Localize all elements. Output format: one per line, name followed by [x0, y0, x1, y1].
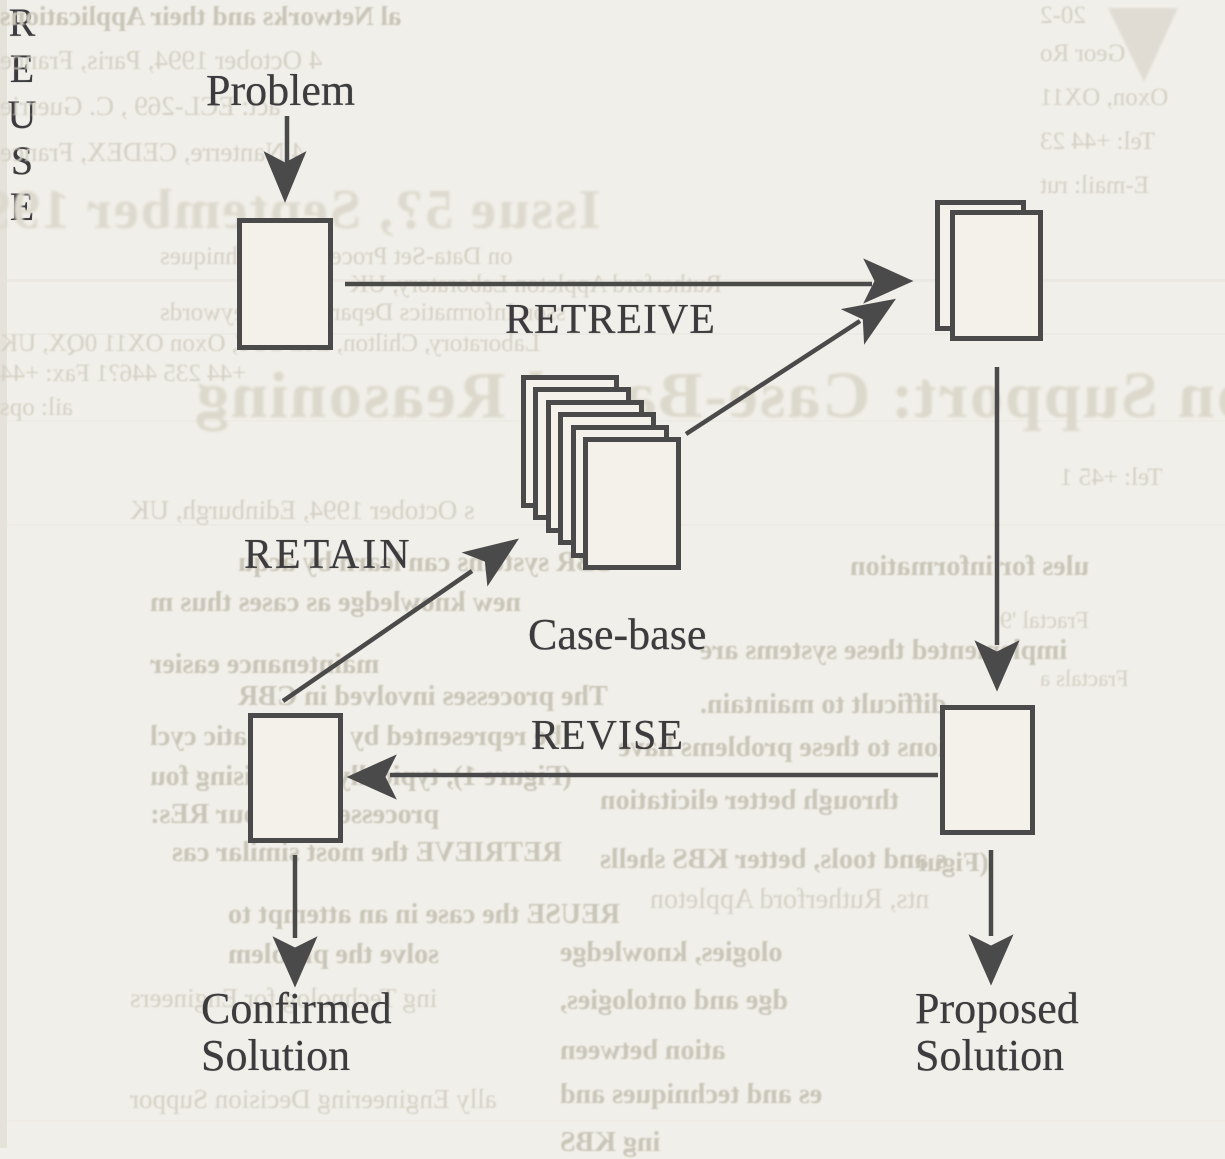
proposed-solution-line2: Solution [915, 1031, 1065, 1080]
bleed-through-logo-triangle [1108, 8, 1178, 82]
scan-streak [0, 279, 1225, 282]
scan-streak [0, 1120, 1225, 1122]
retrieve-arrow-from-casebase [684, 298, 896, 436]
reuse-letter: U [7, 92, 37, 137]
proposed-solution-line1: Proposed [915, 984, 1079, 1033]
problem-case-card [237, 218, 333, 350]
reuse-letter: E [9, 46, 35, 91]
revise-label: REVISE [531, 713, 684, 759]
revise-arrow [346, 754, 938, 800]
confirmed-solution-line1: Confirmed [201, 984, 392, 1033]
reuse-letter: E [9, 184, 35, 229]
case-base-label: Case-base [528, 610, 707, 659]
retrieve-arrow [345, 258, 914, 304]
scan-streak [0, 333, 1225, 335]
proposed-solution-label: Proposed Solution [915, 985, 1079, 1079]
confirmed-solution-label: Confirmed Solution [201, 985, 392, 1079]
reuse-letter: S [10, 138, 34, 183]
proposed-solution-arrow [968, 850, 1014, 986]
reuse-arrow [974, 367, 1020, 692]
confirmed-solution-card [248, 713, 343, 843]
confirmed-solution-line2: Solution [201, 1031, 351, 1080]
proposed-solution-card [940, 705, 1035, 835]
retain-label: RETAIN [244, 532, 413, 578]
case-base-card [583, 437, 681, 570]
problem-arrow [263, 116, 307, 203]
reuse-letter: R [8, 0, 36, 45]
scan-edge-shadow [0, 0, 7, 1148]
retrieved-case-card-front [950, 210, 1043, 341]
retrieve-label: RETREIVE [505, 297, 716, 343]
confirmed-solution-arrow [272, 855, 318, 988]
retain-arrow [281, 538, 520, 703]
problem-label: Problem [206, 66, 356, 115]
